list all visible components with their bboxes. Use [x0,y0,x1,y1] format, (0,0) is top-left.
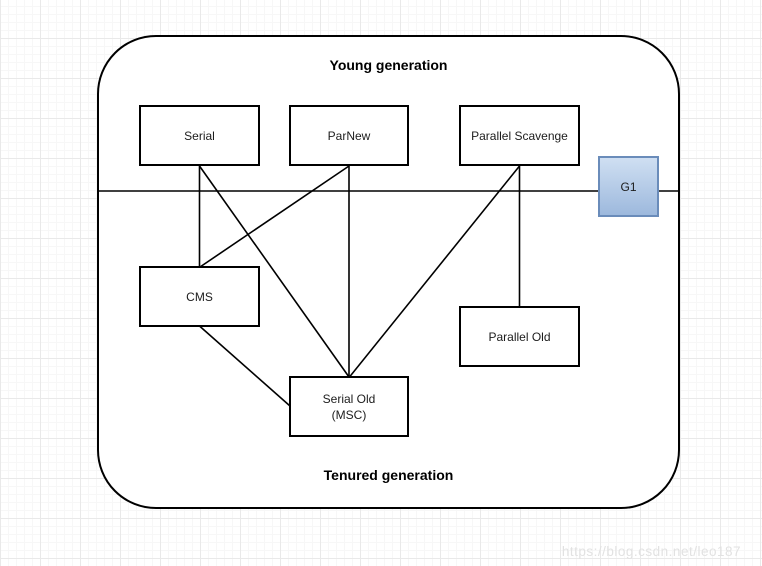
node-parallel-old: Parallel Old [459,306,580,367]
node-parallel-scavenge-label: Parallel Scavenge [471,128,568,143]
node-g1: G1 [598,156,659,217]
edge-parnew-to-cms [199,165,350,268]
node-parallel-scavenge: Parallel Scavenge [459,105,580,166]
young-generation-label: Young generation [329,57,448,73]
node-cms-label: CMS [186,289,213,304]
node-serial-label: Serial [184,128,215,143]
node-parallel-old-label: Parallel Old [488,329,551,344]
node-parnew: ParNew [289,105,409,166]
node-cms: CMS [139,266,260,327]
node-serial-old-label: Serial Old [322,391,376,406]
tenured-generation-label: Tenured generation [323,467,454,483]
watermark-text: https://blog.csdn.net/leo187 [561,544,741,559]
node-serial-old: Serial Old (MSC) [289,376,409,437]
node-serial-old-sublabel: (MSC) [331,407,367,422]
edge-cms-to-serial-old [198,325,291,407]
edge-serial-to-serial-old [198,165,350,378]
node-parnew-label: ParNew [327,128,371,143]
node-serial: Serial [139,105,260,166]
node-g1-label: G1 [620,179,637,194]
edge-parallel-scavenge-to-serial-old [348,165,521,378]
